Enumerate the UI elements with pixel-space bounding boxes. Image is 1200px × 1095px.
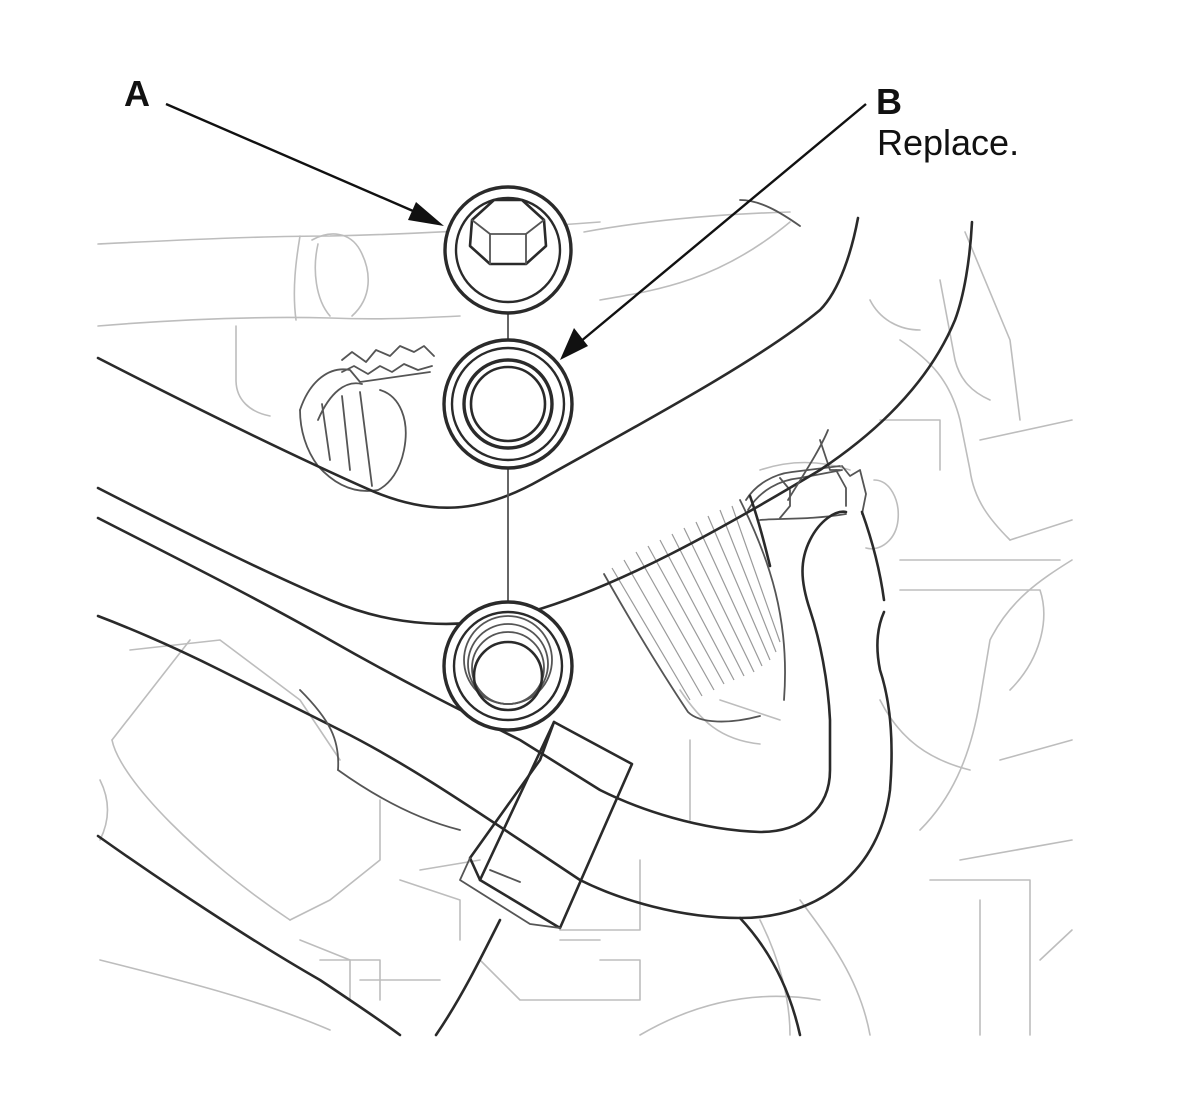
arrowhead-b [560, 328, 588, 360]
lower-coolant-hose [96, 494, 893, 1037]
leader-line-a [165, 102, 421, 216]
callout-label-a: A [124, 73, 150, 114]
arrowhead-a [408, 202, 444, 226]
upper-coolant-pipe [96, 199, 974, 626]
hose-clamp-right [745, 465, 867, 521]
background-linework [97, 211, 1073, 1036]
radiator-fins [603, 439, 841, 723]
callout-leaders [165, 102, 867, 360]
pipe-bracket [459, 720, 634, 930]
callout-note-b: Replace. [877, 122, 1020, 163]
sealing-washer [442, 338, 574, 470]
flange-bolt [443, 185, 573, 315]
threaded-port [442, 600, 574, 732]
hose-clamp-left [299, 345, 435, 492]
leader-line-b [579, 103, 867, 343]
callout-label-b: B [876, 81, 902, 122]
